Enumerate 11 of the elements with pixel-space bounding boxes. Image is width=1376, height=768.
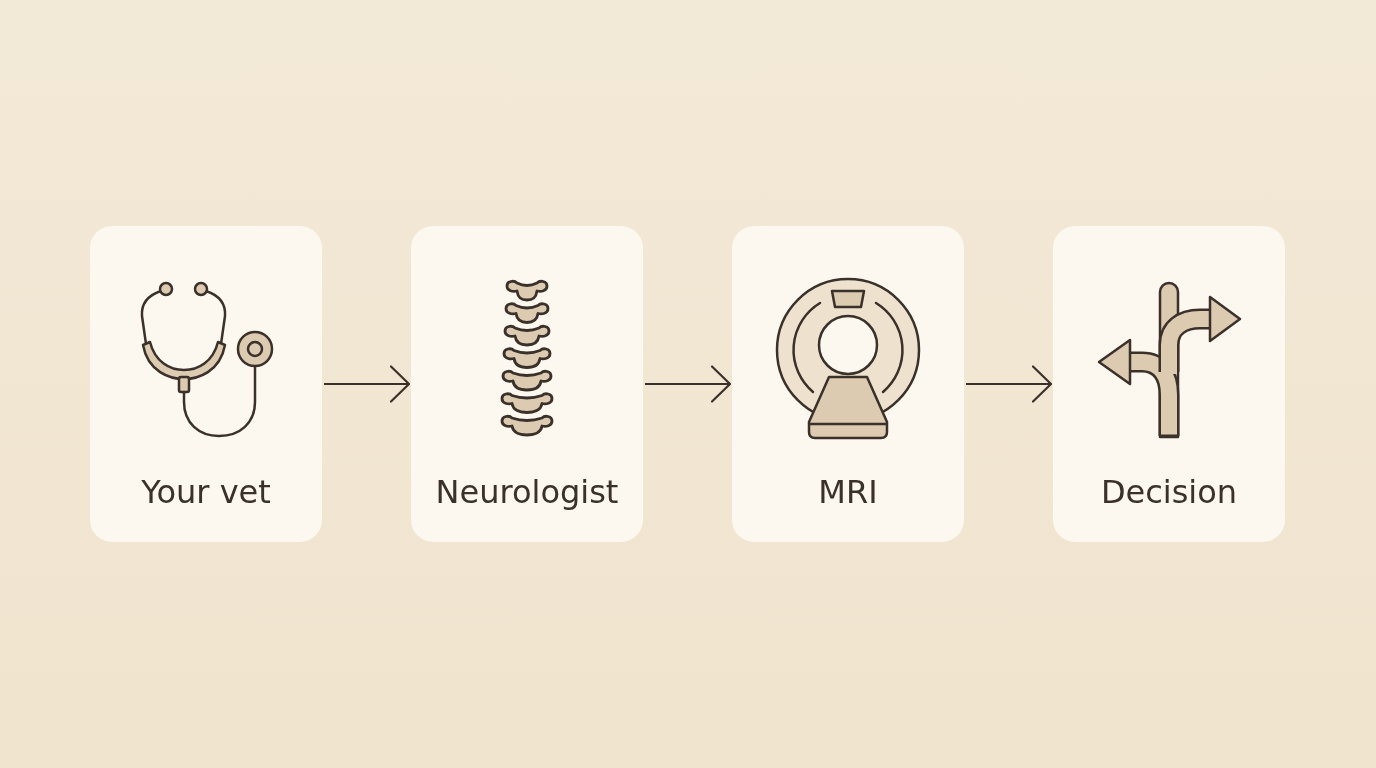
step-label: MRI [818,473,878,511]
step-label: Your vet [141,473,271,511]
step-label: Neurologist [435,473,619,511]
step-card [411,226,643,542]
step-card [732,226,964,542]
step-card [1053,226,1285,542]
step-label: Decision [1100,473,1238,511]
arrow [645,365,732,403]
arrow [966,365,1053,403]
step-card [90,226,322,542]
arrow [324,365,411,403]
